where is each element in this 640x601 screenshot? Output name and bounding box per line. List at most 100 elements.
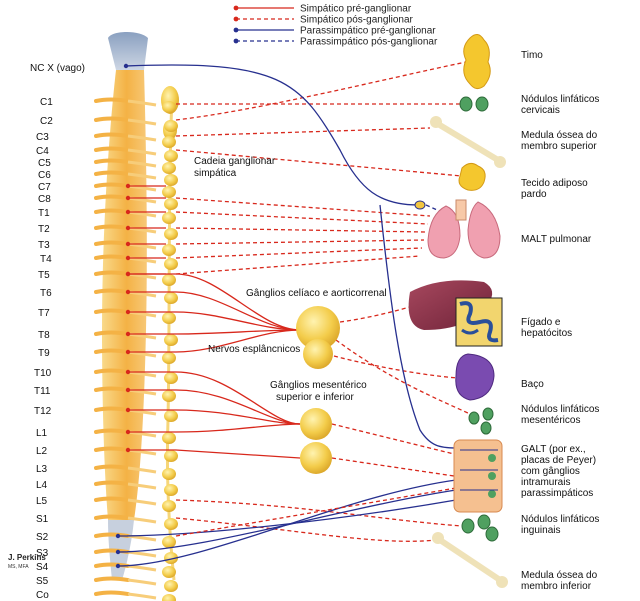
symp-post-lower-bone-marrow [175, 517, 437, 542]
nerve-root [94, 464, 130, 470]
synapse-dot [125, 255, 131, 261]
segment-label-t7: T7 [38, 308, 50, 319]
ramus [127, 550, 157, 558]
organ-label: pardo [521, 189, 547, 200]
vagus-label: NC X (vago) [30, 63, 85, 74]
celiac-ganglion [296, 306, 340, 350]
segment-label-t9: T9 [38, 348, 50, 359]
sacral-parasympathetic [117, 499, 457, 537]
nerve-root [94, 132, 130, 138]
nerve-root [94, 480, 130, 486]
vagus-post-lungs [425, 204, 447, 215]
nerve-root [94, 368, 130, 374]
synapse-dot [115, 563, 121, 569]
symp-post-galt-lower [175, 487, 457, 537]
segment-label-t3: T3 [38, 240, 50, 251]
chain-ganglion [162, 274, 176, 286]
ramus [127, 516, 157, 524]
chain-ganglion [162, 101, 176, 113]
nerve-root [94, 97, 130, 103]
nerve-root [94, 406, 130, 412]
credit-name: J. Perkins [8, 553, 46, 562]
legend-dot [233, 5, 239, 11]
ramus [127, 498, 157, 506]
thymus-icon [463, 34, 491, 90]
chain-ganglion [162, 352, 176, 364]
chain-ganglion [162, 212, 176, 224]
chain-ganglion [164, 552, 178, 564]
chain-ganglion [164, 258, 178, 270]
organ-label: Fígado e [521, 317, 561, 328]
organ-label: Nódulos linfáticos [521, 94, 599, 105]
organ-label: Medula óssea do [521, 130, 598, 141]
credit-degree: MS, MFA [8, 564, 29, 570]
synapse-dot [125, 331, 131, 337]
legend-dot [233, 38, 239, 44]
synapse-dot [125, 183, 131, 189]
symp-post-lungs [175, 197, 431, 217]
organ-label: Medula óssea do [521, 570, 598, 581]
chain-ganglion [164, 174, 178, 186]
segment-label-t4: T4 [40, 254, 52, 265]
lungs-icon [427, 199, 501, 259]
segment-label-l5: L5 [36, 496, 48, 507]
ramus [127, 118, 157, 126]
segment-label-s3: S3 [36, 548, 49, 559]
nerve-root [94, 330, 130, 336]
organ-label: parassimpáticos [521, 488, 593, 499]
ramus [127, 534, 157, 542]
segment-label-c6: C6 [38, 170, 51, 181]
legend-dot [233, 27, 239, 33]
synapse-dot [125, 271, 131, 277]
organ-label: GALT (por ex., [521, 444, 586, 455]
chain-ganglion [164, 334, 178, 346]
nerve-root [94, 590, 130, 596]
segment-label-t2: T2 [38, 224, 50, 235]
synapse-dot [125, 429, 131, 435]
nerve-root [94, 270, 130, 276]
brainstem [108, 32, 148, 70]
segment-label-t12: T12 [34, 406, 52, 417]
chain-ganglion [164, 450, 178, 462]
organ-label: cervicais [521, 105, 560, 116]
segment-label-c8: C8 [38, 194, 51, 205]
organ-label: intramurais [521, 477, 570, 488]
segment-label-c1: C1 [40, 97, 53, 108]
chain-ganglion [162, 390, 176, 402]
symp-post-thymus [175, 61, 467, 121]
splanchnic-nerve [128, 329, 301, 335]
synapse-dot [125, 309, 131, 315]
organ-label: mesentéricos [521, 415, 580, 426]
segment-label-c3: C3 [36, 132, 49, 143]
synapse-dot [125, 241, 131, 247]
chain-ganglion [162, 432, 176, 444]
chain-ganglion [164, 292, 178, 304]
femur-bone-icon [432, 532, 508, 588]
nerve-root [94, 386, 130, 392]
chain-ganglion [162, 594, 176, 601]
nerve-root [94, 116, 130, 122]
organ-label: hepatócitos [521, 328, 572, 339]
chain-ganglion [164, 484, 178, 496]
chain-ganglion [162, 312, 176, 324]
sacral-parasympathetic [117, 489, 457, 553]
chain-ganglion [164, 372, 178, 384]
chain-ganglion [162, 500, 176, 512]
synapse-dot [125, 209, 131, 215]
synapse-dot [125, 369, 131, 375]
organ-label: Timo [521, 50, 543, 61]
symp-post-inguinal [175, 499, 463, 527]
segment-label-t5: T5 [38, 270, 50, 281]
segment-label-t10: T10 [34, 368, 52, 379]
legend-label: Parassimpático pré-ganglionar [300, 26, 436, 37]
chain-ganglion [164, 150, 178, 162]
chain-ganglion [162, 468, 176, 480]
nerve-root [94, 308, 130, 314]
sacral-parasympathetic [117, 479, 457, 567]
symp-post-lungs [175, 239, 425, 245]
nerve-root [94, 514, 130, 520]
inferior-mesenteric-ganglion [300, 442, 332, 474]
nerve-root [94, 496, 130, 502]
segment-label-c5: C5 [38, 158, 51, 169]
